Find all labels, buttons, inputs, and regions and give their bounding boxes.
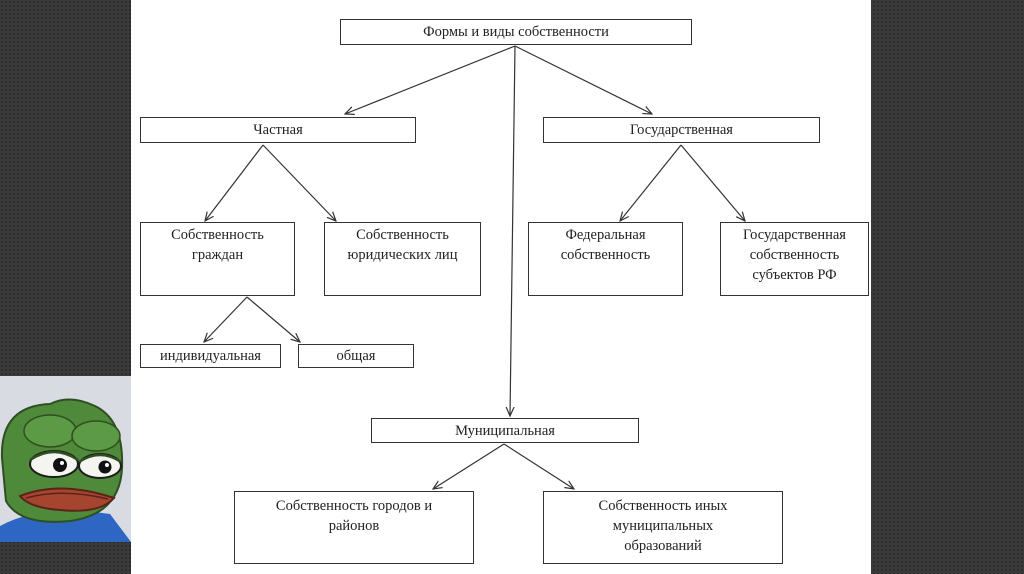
arrow-root-private bbox=[345, 45, 516, 114]
arrow-citizens-individual bbox=[204, 296, 248, 342]
arrow-state-federal bbox=[620, 144, 682, 221]
arrow-root-municipal bbox=[510, 45, 516, 416]
common-box: общая bbox=[298, 344, 414, 368]
state-label: Государственная bbox=[630, 122, 733, 138]
arrow-root-state bbox=[514, 45, 652, 114]
root-label: Формы и виды собственности bbox=[423, 24, 609, 40]
common-label: общая bbox=[336, 348, 376, 364]
municipal-box: Муниципальная bbox=[371, 418, 639, 443]
arrow-citizens-common bbox=[246, 296, 300, 342]
individual-box: индивидуальная bbox=[140, 344, 281, 368]
private-box: Частная bbox=[140, 117, 416, 143]
subjects-label: Государственная собственность субъектов … bbox=[743, 227, 846, 283]
other-municipal-label: Собственность иных муниципальных образов… bbox=[598, 498, 728, 554]
citizens-box: Собственность граждан bbox=[140, 222, 295, 296]
citizens-label: Собственность граждан bbox=[171, 227, 264, 263]
arrow-state-subjects bbox=[680, 144, 745, 221]
federal-label: Федеральная собственность bbox=[560, 227, 651, 263]
arrow-municipal-other bbox=[503, 443, 574, 489]
municipal-label: Муниципальная bbox=[455, 422, 555, 439]
individual-label: индивидуальная bbox=[160, 348, 261, 364]
arrow-private-citizens bbox=[205, 144, 264, 221]
legal-entities-box: Собственность юридических лиц bbox=[324, 222, 481, 296]
state-box: Государственная bbox=[543, 117, 820, 143]
cities-label: Собственность городов и районов bbox=[275, 498, 433, 534]
private-label: Частная bbox=[253, 122, 303, 138]
sad-frog-icon bbox=[0, 376, 131, 542]
other-municipal-box: Собственность иных муниципальных образов… bbox=[543, 491, 783, 564]
root-box: Формы и виды собственности bbox=[340, 19, 692, 45]
legal-entities-label: Собственность юридических лиц bbox=[347, 227, 458, 263]
subjects-box: Государственная собственность субъектов … bbox=[720, 222, 869, 296]
cities-box: Собственность городов и районов bbox=[234, 491, 474, 564]
arrow-private-legal bbox=[262, 144, 336, 221]
federal-box: Федеральная собственность bbox=[528, 222, 683, 296]
arrow-municipal-cities bbox=[433, 443, 505, 489]
